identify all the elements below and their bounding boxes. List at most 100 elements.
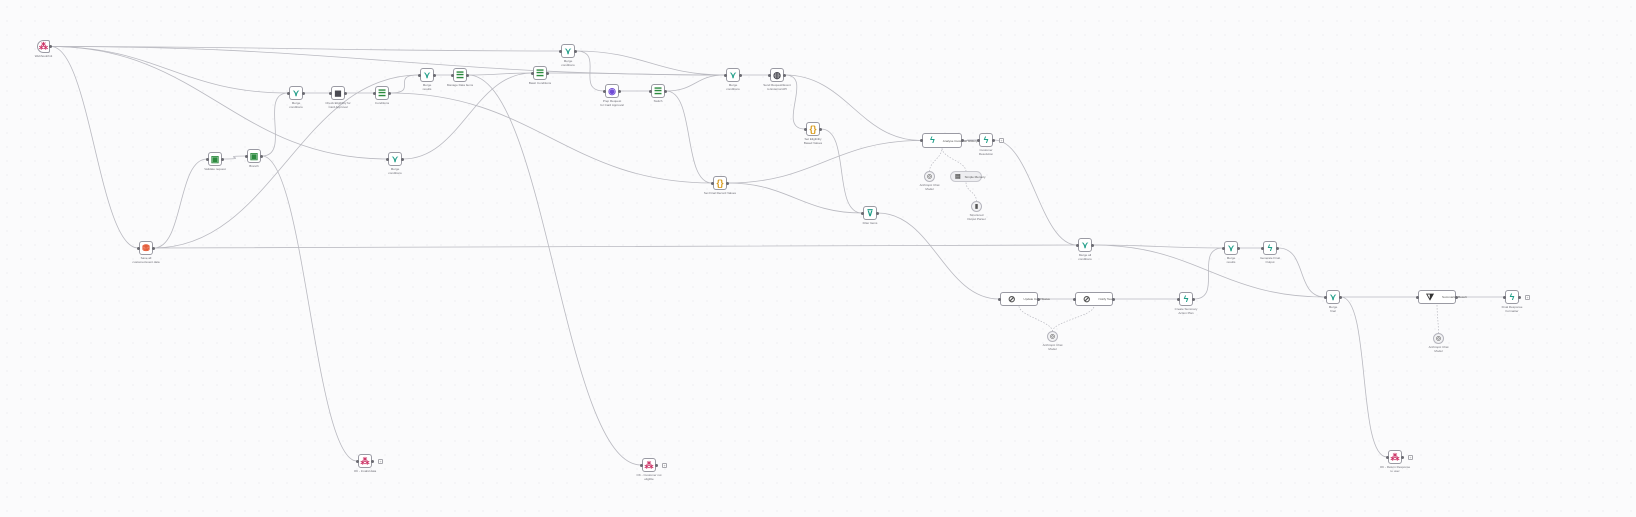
filter-node[interactable]: ⊽ [863, 206, 877, 220]
summarize-output-port[interactable] [1455, 295, 1458, 299]
add-node-button[interactable]: + [999, 137, 1004, 143]
conditions-1-node[interactable]: ☰ [375, 86, 389, 100]
http-1-input-port[interactable] [998, 297, 1001, 301]
ai-agent-4-output-port[interactable] [1276, 246, 1279, 250]
http-2-node[interactable]: ⊘Notify Team [1075, 292, 1114, 306]
save-to-db-input-port[interactable] [137, 246, 140, 250]
prep-request-output-port[interactable] [618, 89, 621, 93]
model-3-node[interactable]: ◎ [1433, 333, 1444, 344]
http-1-node[interactable]: ⊘Update Card Status [1000, 292, 1050, 306]
model-2-node[interactable]: ◎ [1047, 331, 1058, 342]
merge-4-input-port[interactable] [724, 73, 727, 77]
model-1-node[interactable]: ◎ [924, 171, 935, 182]
merge-1-node[interactable]: ⋎ [289, 86, 303, 100]
merge-7-input-port[interactable] [1324, 295, 1327, 299]
merge-7-output-port[interactable] [1339, 295, 1342, 299]
respond-1-node[interactable]: ⁂ [358, 454, 372, 468]
add-node-button[interactable]: + [1525, 294, 1530, 300]
ai-agent-3-output-port[interactable] [1192, 297, 1195, 301]
merge-4-output-port[interactable] [739, 73, 742, 77]
conditions-1-input-port[interactable] [373, 91, 376, 95]
branch-input-port[interactable] [245, 154, 248, 158]
conditions-1-output-port[interactable] [388, 91, 391, 95]
ai-agent-5-node[interactable]: ϟ [1505, 290, 1519, 304]
add-node-button[interactable]: + [378, 458, 383, 464]
set-variables-1-output-port[interactable] [819, 127, 822, 131]
manage-data-2-input-port[interactable] [531, 71, 534, 75]
http-1-output-port[interactable] [1037, 297, 1040, 301]
http-2-output-port[interactable] [1112, 297, 1115, 301]
add-node-button[interactable]: + [1408, 454, 1413, 460]
filter-input-port[interactable] [861, 211, 864, 215]
ai-agent-2-input-port[interactable] [977, 138, 980, 142]
ai-agent-5-input-port[interactable] [1503, 295, 1506, 299]
prep-request-input-port[interactable] [603, 89, 606, 93]
check-eligibility-input-port[interactable] [329, 91, 332, 95]
set-variables-2-input-port[interactable] [711, 181, 714, 185]
respond-3-output-port[interactable] [1401, 455, 1404, 459]
manage-data-1-input-port[interactable] [451, 73, 454, 77]
ai-agent-2-node[interactable]: ϟ [979, 133, 993, 147]
validate-request-node[interactable]: ▣ [208, 152, 222, 166]
respond-2-node[interactable]: ⁂ [642, 458, 656, 472]
ai-agent-3-input-port[interactable] [1177, 297, 1180, 301]
respond-1-input-port[interactable] [356, 459, 359, 463]
ai-agent-2-output-port[interactable] [992, 138, 995, 142]
manage-data-2-output-port[interactable] [546, 71, 549, 75]
tool-1-node[interactable]: ▮ [971, 201, 982, 212]
ai-agent-1-output-port[interactable] [961, 139, 964, 142]
merge-top-input-port[interactable] [559, 49, 562, 53]
respond-3-node[interactable]: ⁂ [1388, 450, 1402, 464]
ai-agent-3-node[interactable]: ϟ [1179, 292, 1193, 306]
merge-2-input-port[interactable] [418, 73, 421, 77]
ai-agent-4-node[interactable]: ϟ [1263, 241, 1277, 255]
merge-6-output-port[interactable] [1237, 246, 1240, 250]
set-variables-1-node[interactable]: {} [806, 122, 820, 136]
summarize-node[interactable]: ⧩Summarize Result [1418, 290, 1467, 304]
ai-agent-4-input-port[interactable] [1261, 246, 1264, 250]
respond-3-input-port[interactable] [1386, 455, 1389, 459]
merge-7-node[interactable]: ⋎ [1326, 290, 1340, 304]
manage-data-2-node[interactable]: ☰ [533, 66, 547, 80]
webhook-output-port[interactable] [49, 45, 52, 48]
prep-request-node[interactable]: ◉ [605, 84, 619, 98]
add-node-button[interactable]: + [662, 462, 667, 468]
memory-1-node[interactable]: ▤Simple Memory [950, 171, 986, 182]
merge-5-input-port[interactable] [1076, 243, 1079, 247]
switch-output-port[interactable] [664, 89, 667, 93]
merge-6-input-port[interactable] [1222, 246, 1225, 250]
set-variables-2-node[interactable]: {} [713, 176, 727, 190]
respond-2-input-port[interactable] [640, 463, 643, 467]
branch-output-port[interactable] [260, 154, 263, 158]
merge-3-input-port[interactable] [386, 157, 389, 161]
ai-agent-5-output-port[interactable] [1518, 295, 1521, 299]
check-eligibility-node[interactable]: ◼ [331, 86, 345, 100]
merge-2-node[interactable]: ⋎ [420, 68, 434, 82]
validate-request-input-port[interactable] [206, 157, 209, 161]
merge-5-output-port[interactable] [1091, 243, 1094, 247]
switch-input-port[interactable] [649, 89, 652, 93]
set-variables-2-output-port[interactable] [726, 181, 729, 185]
save-to-db-node[interactable]: ⛃ [139, 241, 153, 255]
merge-4-node[interactable]: ⋎ [726, 68, 740, 82]
filter-output-port[interactable] [876, 211, 879, 215]
check-eligibility-output-port[interactable] [344, 91, 347, 95]
summarize-input-port[interactable] [1416, 295, 1419, 299]
merge-3-node[interactable]: ⋎ [388, 152, 402, 166]
http-request-input-port[interactable] [768, 73, 771, 77]
merge-1-input-port[interactable] [287, 91, 290, 95]
http-request-node[interactable]: ◍ [770, 68, 784, 82]
respond-2-output-port[interactable] [655, 463, 658, 467]
switch-node[interactable]: ☰ [651, 84, 665, 98]
respond-1-output-port[interactable] [371, 459, 374, 463]
save-to-db-output-port[interactable] [152, 246, 155, 250]
http-2-input-port[interactable] [1073, 297, 1076, 301]
merge-top-node[interactable]: ⋎ [561, 44, 575, 58]
set-variables-1-input-port[interactable] [804, 127, 807, 131]
merge-3-output-port[interactable] [401, 157, 404, 161]
http-request-output-port[interactable] [783, 73, 786, 77]
merge-top-output-port[interactable] [574, 49, 577, 53]
merge-2-output-port[interactable] [433, 73, 436, 77]
